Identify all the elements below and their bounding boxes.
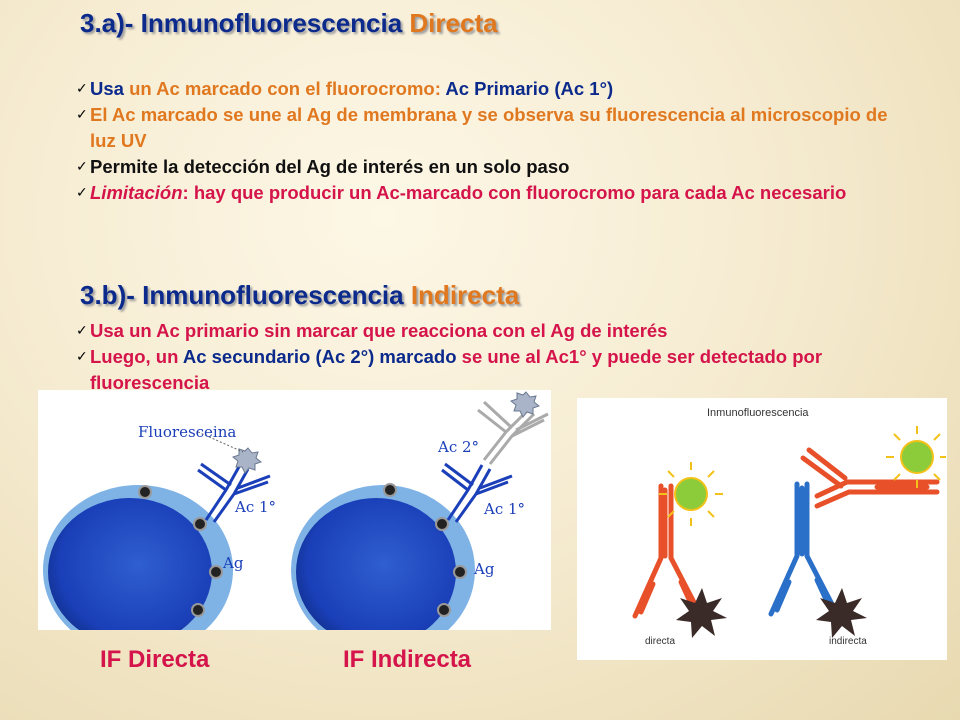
if-diagram: Fluoresceina Ac 1° Ag — [43, 391, 549, 655]
section-a-bullet-4: Limitación: hay que producir un Ac-marca… — [76, 180, 898, 206]
section-b-bullet-1: Usa un Ac primario sin marcar que reacci… — [76, 318, 898, 344]
section-b-title-accent: Indirecta — [410, 280, 520, 310]
section-b-bullet-1-text-1: Usa un Ac primario sin marcar que reacci… — [90, 320, 668, 341]
cell-directa — [43, 485, 233, 655]
section-a-bullet-1-text-3: con el fluorocromo: — [267, 78, 446, 99]
cell-indirecta — [291, 485, 475, 655]
section-b-bullet-2-text-2: Ac secundario (Ac 2°) marcado — [182, 346, 462, 367]
if-schematic-panel: Inmunofluorescencia directa — [577, 398, 947, 660]
section-a-bullet-2-text-1: El Ac marcado se une al Ag de membrana y… — [90, 104, 888, 151]
caption-if-directa: IF Directa — [100, 646, 210, 673]
fluorescein-star-icon — [231, 447, 263, 474]
section-b-bullet-list: Usa un Ac primario sin marcar que reacci… — [76, 318, 898, 396]
section-a-bullet-2: El Ac marcado se une al Ag de membrana y… — [76, 102, 898, 154]
section-b-bullet-2: Luego, un Ac secundario (Ac 2°) marcado … — [76, 344, 898, 396]
section-a-bullet-3-text-1: Permite la detección del Ag de interés e… — [90, 156, 570, 177]
section-a-bullet-3: Permite la detección del Ag de interés e… — [76, 154, 898, 180]
antigen-star-indirecta-icon — [816, 588, 867, 638]
antibody-ac1-directa — [197, 462, 271, 523]
section-b-title: 3.b)- Inmunofluorescencia Indirecta — [80, 280, 519, 311]
antibody-ac1-indirecta — [441, 462, 513, 523]
label-ag-indirecta: Ag — [473, 560, 495, 578]
label-fluoresceina: Fluoresceina — [138, 423, 236, 441]
label-ac1-directa: Ac 1° — [234, 498, 276, 516]
section-a-bullet-1-text-4: Ac Primario (Ac 1°) — [445, 78, 614, 99]
schematic-label-indirecta: indirecta — [829, 636, 867, 647]
label-ag-directa: Ag — [222, 554, 244, 572]
section-a-bullet-list: Usa un Ac marcado con el fluorocromo: Ac… — [76, 76, 898, 206]
section-b-title-main: 3.b)- Inmunofluorescencia — [80, 280, 411, 310]
label-ac1-indirecta: Ac 1° — [483, 500, 525, 518]
section-a-bullet-1-text-1: Usa — [90, 78, 130, 99]
antibody-ac2-secondary — [477, 400, 549, 465]
section-a-bullet-1: Usa un Ac marcado con el fluorocromo: Ac… — [76, 76, 898, 102]
antigen-dots-indirecta — [383, 483, 467, 617]
section-a-bullet-4-text-1: Limitación — [90, 182, 183, 203]
if-schematic: Inmunofluorescencia directa — [632, 407, 946, 647]
sun-fluorophore-indirecta-icon — [886, 426, 946, 488]
fluorescein-star-secondary-icon — [509, 391, 541, 418]
section-a-title: 3.a)- Inmunofluorescencia Directa — [80, 8, 498, 39]
section-a-bullet-4-text-2: : hay que producir un Ac-marcado con flu… — [182, 182, 847, 203]
fluorescein-pointer-line — [197, 431, 244, 453]
section-a-bullet-1-text-2: un Ac marcado — [129, 78, 268, 99]
if-diagram-panel: Fluoresceina Ac 1° Ag — [38, 390, 551, 655]
caption-if-indirecta: IF Indirecta — [343, 646, 472, 673]
section-a-title-accent: Directa — [409, 8, 498, 38]
section-a-title-main: 3.a)- Inmunofluorescencia — [80, 8, 410, 38]
antibody-secondary-red — [800, 447, 940, 509]
sun-fluorophore-directa-icon — [659, 462, 723, 526]
schematic-label-directa: directa — [645, 636, 675, 647]
schematic-title: Inmunofluorescencia — [707, 407, 809, 419]
section-b-bullet-2-text-1: Luego, un — [90, 346, 183, 367]
section-b-bullet-2-text-3: se une al Ac1° y puede ser detectado por… — [90, 346, 823, 393]
antigen-star-directa-icon — [676, 588, 727, 638]
antigen-dots-directa — [138, 485, 223, 617]
label-ac2: Ac 2° — [437, 438, 479, 456]
antibody-indirecta-blue — [768, 481, 838, 617]
